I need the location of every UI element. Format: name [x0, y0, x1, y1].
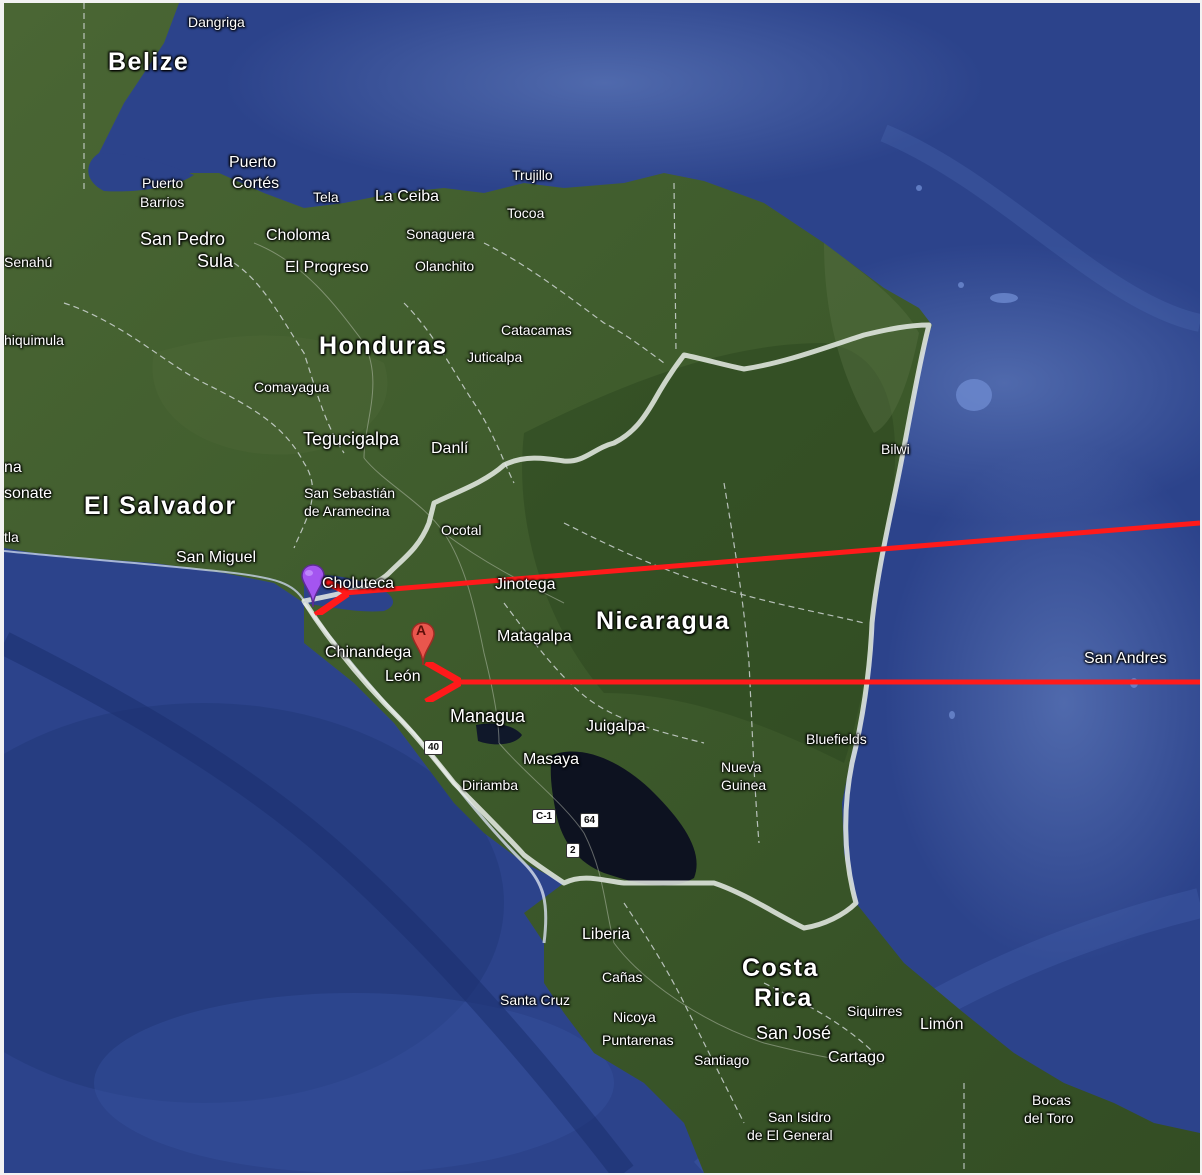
- city-label-san-sebastian-1: San Sebastián: [304, 485, 396, 501]
- city-label-jinotega: Jinotega: [495, 576, 556, 593]
- purple-map-pin-icon[interactable]: [300, 563, 326, 609]
- red-map-pin-a-icon[interactable]: [410, 621, 436, 667]
- city-label-el-progreso: El Progreso: [285, 259, 369, 276]
- city-label-san-isidro-2: de El General: [747, 1127, 833, 1143]
- arrow-to-choluteca: [344, 520, 1200, 593]
- city-label-catacamas: Catacamas: [501, 322, 572, 338]
- city-label-tegucigalpa: Tegucigalpa: [303, 429, 400, 449]
- roads: [253, 242, 885, 1064]
- country-label-belize: Belize: [108, 48, 190, 76]
- city-label-tela: Tela: [313, 189, 339, 205]
- city-label-nueva-guinea-1: Nueva: [721, 759, 762, 775]
- city-label-san-pedro-sula-2: Sula: [197, 251, 234, 271]
- city-label-juigalpa: Juigalpa: [586, 718, 646, 735]
- city-label-dangriga: Dangriga: [188, 14, 245, 30]
- road-shield-c1: C-1: [532, 809, 557, 824]
- city-label-diriamba: Diriamba: [462, 777, 519, 793]
- road-shield-64: 64: [580, 813, 600, 828]
- city-label-olanchito: Olanchito: [415, 258, 475, 274]
- city-label-tocoa: Tocoa: [507, 205, 545, 221]
- map-view[interactable]: A Belize Honduras El Salvador Nicaragua …: [4, 3, 1200, 1173]
- city-label-bocas-2: del Toro: [1024, 1110, 1074, 1126]
- city-label-matagalpa: Matagalpa: [497, 628, 572, 645]
- city-label-san-sebastian-2: de Aramecina: [304, 503, 390, 519]
- marker-a-letter: A: [416, 622, 427, 638]
- city-label-masaya: Masaya: [523, 751, 580, 768]
- nicaragua-border: [301, 322, 932, 931]
- country-label-costa-rica-line2: Rica: [754, 984, 813, 1012]
- satellite-map: [4, 3, 1200, 1173]
- trench: [4, 632, 634, 1173]
- city-label-na: na: [4, 459, 22, 476]
- city-label-nueva-guinea-2: Guinea: [721, 777, 767, 793]
- lake-managua: [476, 723, 522, 745]
- city-label-limon: Limón: [920, 1016, 964, 1033]
- country-label-nicaragua: Nicaragua: [596, 607, 731, 635]
- admin-boundaries: [63, 3, 965, 1173]
- caribbean-shelf: [224, 3, 984, 193]
- city-label-managua: Managua: [450, 706, 526, 726]
- city-label-sonaguera: Sonaguera: [406, 226, 475, 242]
- city-label-choluteca: Choluteca: [322, 575, 395, 592]
- city-label-cartago: Cartago: [828, 1049, 885, 1066]
- city-label-san-andres: San Andres: [1084, 650, 1167, 667]
- city-label-santiago: Santiago: [694, 1052, 750, 1068]
- city-label-sonsonate: sonate: [4, 485, 53, 502]
- city-label-ocotal: Ocotal: [441, 522, 482, 538]
- city-label-liberia: Liberia: [582, 926, 631, 943]
- city-label-bluefields: Bluefields: [806, 731, 867, 747]
- country-label-el-salvador: El Salvador: [84, 492, 237, 520]
- city-label-senahu: Senahú: [4, 254, 53, 270]
- gulf-of-honduras: [88, 153, 194, 192]
- city-label-tla: tla: [4, 529, 19, 545]
- city-label-puntarenas: Puntarenas: [602, 1032, 674, 1048]
- city-label-puerto-cortes-2: Cortés: [232, 175, 280, 192]
- city-label-trujillo: Trujillo: [512, 167, 553, 183]
- road-shield-2: 2: [566, 843, 580, 858]
- city-label-comayagua: Comayagua: [254, 379, 330, 395]
- cays: [916, 185, 1138, 719]
- city-label-san-jose: San José: [756, 1023, 832, 1043]
- city-label-puerto-cortes-1: Puerto: [229, 154, 277, 171]
- country-label-costa-rica-line1: Costa: [742, 954, 819, 982]
- city-label-chiquimula: hiquimula: [4, 332, 64, 348]
- lake-nicaragua: [550, 751, 697, 886]
- road-shield-40: 40: [424, 740, 444, 755]
- city-label-puerto-barrios-2: Barrios: [140, 194, 185, 210]
- city-label-chinandega: Chinandega: [325, 644, 412, 661]
- city-label-puerto-barrios-1: Puerto: [142, 175, 184, 191]
- city-label-san-miguel: San Miguel: [176, 549, 257, 566]
- city-label-bocas-1: Bocas: [1032, 1092, 1071, 1108]
- city-label-leon: León: [385, 668, 421, 685]
- city-label-juticalpa: Juticalpa: [467, 349, 523, 365]
- city-label-san-pedro-sula-1: San Pedro: [140, 229, 226, 249]
- city-label-nicoya: Nicoya: [613, 1009, 656, 1025]
- city-label-bilwi: Bilwi: [881, 441, 910, 457]
- city-label-canas: Cañas: [602, 969, 643, 985]
- city-label-san-isidro-1: San Isidro: [768, 1109, 832, 1125]
- city-label-santa-cruz: Santa Cruz: [500, 992, 571, 1008]
- country-label-honduras: Honduras: [319, 332, 448, 360]
- city-label-danli: Danlí: [431, 440, 469, 457]
- city-label-siquirres: Siquirres: [847, 1003, 903, 1019]
- city-label-la-ceiba: La Ceiba: [375, 188, 440, 205]
- city-label-choloma: Choloma: [266, 227, 331, 244]
